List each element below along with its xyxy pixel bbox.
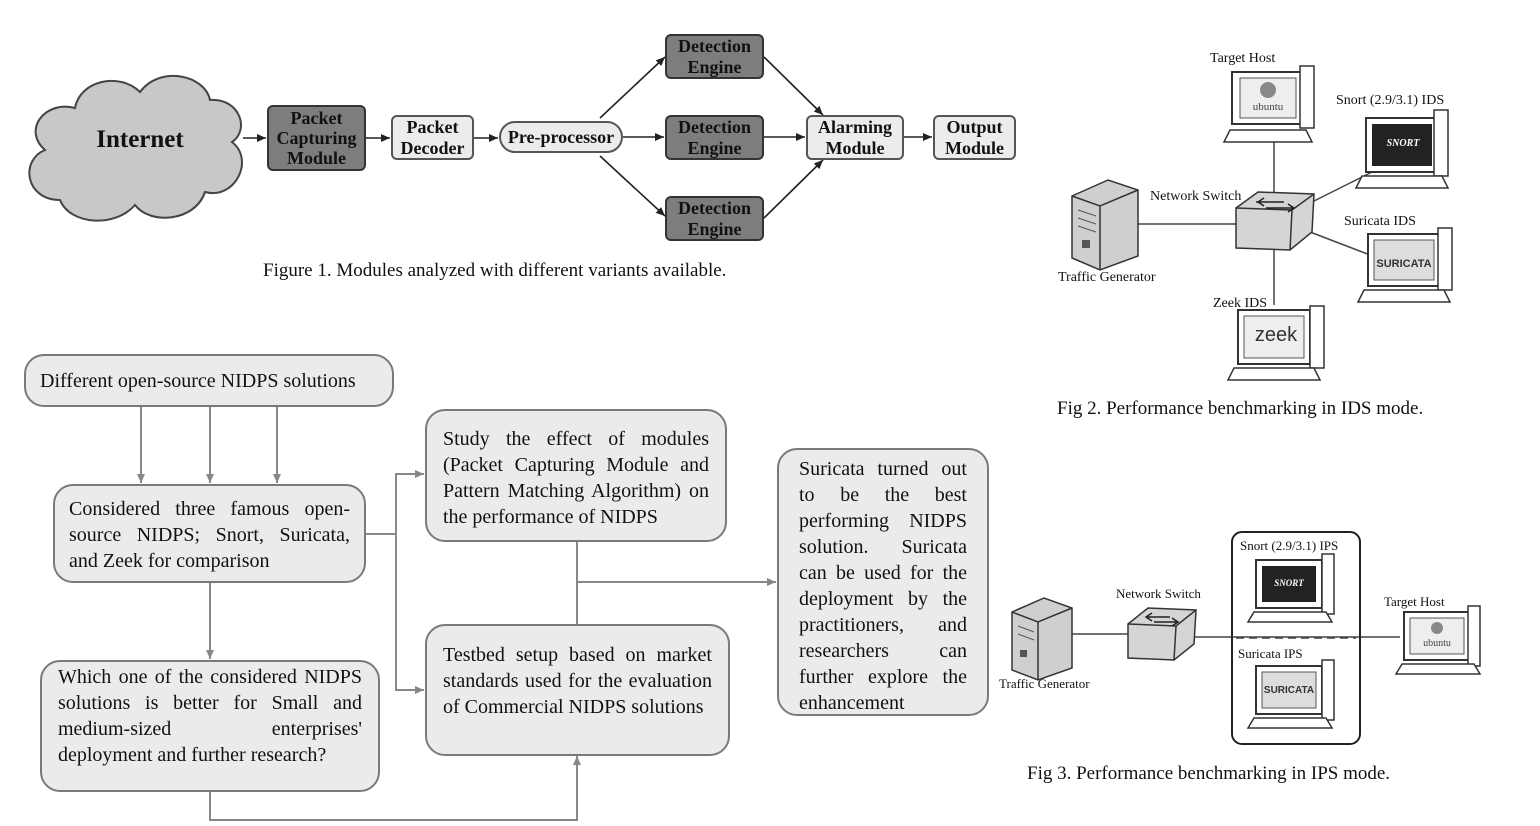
snort-logo-icon-2: SNORT: [1274, 578, 1304, 588]
traffic-generator-server-icon-2: [1011, 597, 1073, 681]
suricata-logo-icon: SURICATA: [1376, 258, 1432, 270]
fig2-snort-label: Snort (2.9/3.1) IDS: [1336, 93, 1445, 108]
traffic-generator-server-icon: [1071, 179, 1139, 271]
fig2-network-switch-label: Network Switch: [1150, 189, 1242, 204]
target-host-computer-icon: [1222, 65, 1315, 143]
network-switch-icon-2: [1127, 607, 1197, 661]
ubuntu-logo-icon-2: ubuntu: [1423, 638, 1451, 649]
figure1-caption: Figure 1. Modules analyzed with differen…: [263, 260, 727, 281]
fig3-network-switch-label: Network Switch: [1116, 586, 1201, 601]
internet-cloud-icon: [28, 75, 243, 222]
snort-ips-computer-icon: [1246, 553, 1335, 623]
snort-logo-icon: SNORT: [1386, 138, 1420, 149]
figure3-links: [1070, 633, 1400, 638]
flow-considered-box: Considered three famous open-source NIDP…: [53, 484, 366, 583]
fig2-suricata-label: Suricata IDS: [1344, 214, 1416, 229]
detection-engine-2: Detection Engine: [665, 115, 764, 160]
fig2-zeek-label: Zeek IDS: [1213, 296, 1268, 311]
suricata-logo-icon-2: SURICATA: [1263, 685, 1315, 696]
fig3-suricata-label: Suricata IPS: [1238, 646, 1303, 661]
flow-conclusion-box: Suricata turned out to be the best perfo…: [777, 448, 989, 716]
fig3-traffic-generator-label: Traffic Generator: [999, 676, 1090, 691]
fig3-target-host-label: Target Host: [1384, 594, 1445, 609]
target-host-computer-icon-2: [1394, 605, 1482, 675]
network-switch-icon: [1235, 191, 1315, 251]
packet-decoder-module: Packet Decoder: [391, 115, 474, 160]
fig2-traffic-generator-label: Traffic Generator: [1058, 270, 1156, 285]
flow-open-source-box: Different open-source NIDPS solutions: [24, 354, 394, 407]
snort-ids-computer-icon: [1354, 109, 1450, 189]
fig3-snort-label: Snort (2.9/3.1) IPS: [1240, 538, 1339, 553]
internet-label: Internet: [96, 126, 184, 153]
ubuntu-logo-icon: ubuntu: [1252, 101, 1284, 113]
pre-processor-module: Pre-processor: [499, 121, 623, 153]
detection-engine-3: Detection Engine: [665, 196, 764, 241]
zeek-ids-computer-icon: [1226, 305, 1325, 381]
figure1-arrows: [243, 56, 932, 219]
figure3-caption: Fig 3. Performance benchmarking in IPS m…: [1027, 763, 1391, 784]
flow-testbed-box: Testbed setup based on market standards …: [425, 624, 730, 756]
ips-group-box: [1231, 531, 1361, 745]
flow-study-box: Study the effect of modules (Packet Capt…: [425, 409, 727, 542]
arrow-engine1-alarm: [763, 56, 824, 116]
suricata-ids-computer-icon: [1356, 227, 1453, 303]
figure2-caption: Fig 2. Performance benchmarking in IDS m…: [1057, 398, 1424, 419]
suricata-ips-computer-icon: [1246, 659, 1335, 729]
arrow-preproc-engine1: [599, 56, 666, 119]
arrow-engine3-alarm: [763, 159, 824, 219]
packet-capturing-module: Packet Capturing Module: [267, 105, 366, 171]
arrow-preproc-engine3: [599, 155, 666, 217]
flowchart-connectors: [137, 407, 776, 821]
zeek-logo-icon: zeek: [1254, 324, 1298, 346]
flow-question-box: Which one of the considered NIDPS soluti…: [40, 660, 380, 792]
output-module: Output Module: [933, 115, 1016, 160]
alarming-module: Alarming Module: [806, 115, 904, 160]
fig2-target-host-label: Target Host: [1210, 51, 1276, 66]
detection-engine-1: Detection Engine: [665, 34, 764, 79]
